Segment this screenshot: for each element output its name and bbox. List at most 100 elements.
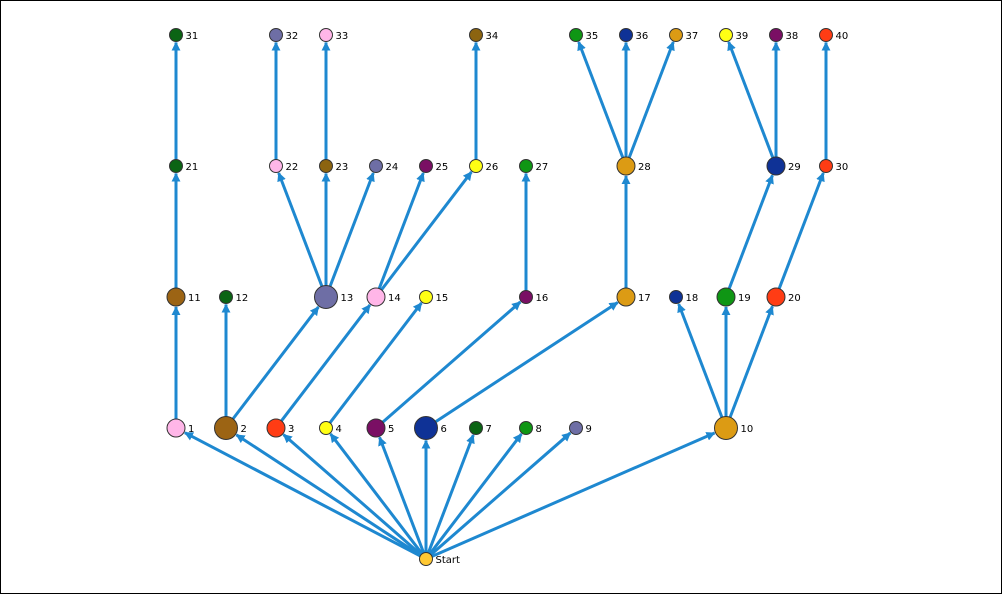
node-n25[interactable]: 25 — [419, 159, 449, 174]
node-circle — [619, 28, 633, 42]
node-circle — [519, 290, 533, 304]
node-label: 9 — [586, 424, 592, 435]
node-n28[interactable]: 28 — [616, 156, 651, 176]
node-n18[interactable]: 18 — [669, 290, 699, 305]
node-n7[interactable]: 7 — [469, 421, 492, 436]
edge-start-n7 — [426, 434, 475, 554]
node-n29[interactable]: 29 — [766, 156, 801, 176]
node-circle — [569, 421, 583, 435]
node-n15[interactable]: 15 — [419, 290, 449, 305]
node-label: 14 — [388, 293, 401, 304]
node-n8[interactable]: 8 — [519, 421, 542, 436]
edge-start-n9 — [429, 431, 572, 556]
edge-n5-n16 — [381, 300, 522, 424]
node-n13[interactable]: 13 — [314, 285, 354, 309]
edge-n28-n37 — [627, 41, 675, 159]
node-circle — [616, 287, 636, 307]
node-n4[interactable]: 4 — [319, 421, 342, 436]
node-n12[interactable]: 12 — [219, 290, 249, 305]
node-circle — [266, 418, 286, 438]
edge-n6-n17 — [434, 301, 619, 423]
node-circle — [319, 421, 333, 435]
node-label: 12 — [236, 293, 249, 304]
node-n17[interactable]: 17 — [616, 287, 651, 307]
node-n36[interactable]: 36 — [619, 28, 649, 43]
edge-n2-n13 — [231, 306, 320, 420]
node-n31[interactable]: 31 — [169, 28, 199, 43]
node-label: 25 — [436, 162, 449, 173]
node-circle — [519, 421, 533, 435]
node-circle — [419, 159, 433, 173]
node-n24[interactable]: 24 — [369, 159, 399, 174]
node-n20[interactable]: 20 — [766, 287, 801, 307]
node-label: 18 — [686, 293, 699, 304]
node-n26[interactable]: 26 — [469, 159, 499, 174]
node-n6[interactable]: 6 — [414, 416, 447, 440]
node-label: 36 — [636, 31, 649, 42]
node-n19[interactable]: 19 — [716, 287, 751, 307]
edge-start-n10 — [431, 431, 716, 558]
node-n1[interactable]: 1 — [166, 418, 194, 438]
node-label: 24 — [386, 162, 399, 173]
node-circle — [219, 290, 233, 304]
node-circle — [714, 416, 738, 440]
node-label: 22 — [286, 162, 299, 173]
node-label: 33 — [336, 31, 349, 42]
node-n27[interactable]: 27 — [519, 159, 549, 174]
node-n16[interactable]: 16 — [519, 290, 549, 305]
node-circle — [269, 159, 283, 173]
edge-start-n3 — [282, 433, 423, 556]
node-label: 32 — [286, 31, 299, 42]
node-label: 6 — [441, 424, 447, 435]
node-circle — [414, 416, 438, 440]
edge-n14-n26 — [380, 171, 473, 291]
node-label: 29 — [788, 162, 801, 173]
node-n39[interactable]: 39 — [719, 28, 749, 43]
node-n2[interactable]: 2 — [214, 416, 247, 440]
node-label: 1 — [188, 424, 194, 435]
edge-start-n4 — [329, 433, 424, 555]
node-circle — [719, 28, 733, 42]
node-n22[interactable]: 22 — [269, 159, 299, 174]
node-n34[interactable]: 34 — [469, 28, 499, 43]
edge-n14-n25 — [377, 172, 425, 290]
node-label: 27 — [536, 162, 549, 173]
edge-n3-n14 — [280, 304, 372, 422]
node-circle — [366, 287, 386, 307]
node-n11[interactable]: 11 — [166, 287, 201, 307]
node-n38[interactable]: 38 — [769, 28, 799, 43]
node-n30[interactable]: 30 — [819, 159, 849, 174]
node-circle — [569, 28, 583, 42]
node-label: Start — [436, 555, 461, 566]
edges-layer — [171, 41, 831, 558]
node-circle — [314, 285, 338, 309]
node-n5[interactable]: 5 — [366, 418, 394, 438]
node-label: 5 — [388, 424, 394, 435]
node-n14[interactable]: 14 — [366, 287, 401, 307]
node-circle — [419, 552, 433, 566]
node-label: 30 — [836, 162, 849, 173]
node-label: 31 — [186, 31, 199, 42]
node-n35[interactable]: 35 — [569, 28, 599, 43]
node-n32[interactable]: 32 — [269, 28, 299, 43]
node-n40[interactable]: 40 — [819, 28, 849, 43]
node-circle — [419, 290, 433, 304]
node-n10[interactable]: 10 — [714, 416, 754, 440]
node-n3[interactable]: 3 — [266, 418, 294, 438]
node-n9[interactable]: 9 — [569, 421, 592, 436]
node-n23[interactable]: 23 — [319, 159, 349, 174]
node-circle — [519, 159, 533, 173]
node-circle — [169, 159, 183, 173]
node-label: 28 — [638, 162, 651, 173]
node-circle — [819, 159, 833, 173]
node-n21[interactable]: 21 — [169, 159, 199, 174]
node-circle — [166, 287, 186, 307]
node-circle — [269, 28, 283, 42]
node-circle — [766, 156, 786, 176]
node-label: 4 — [336, 424, 342, 435]
node-n37[interactable]: 37 — [669, 28, 699, 43]
node-label: 19 — [738, 293, 751, 304]
node-circle — [319, 28, 333, 42]
node-start[interactable]: Start — [419, 552, 461, 567]
node-n33[interactable]: 33 — [319, 28, 349, 43]
